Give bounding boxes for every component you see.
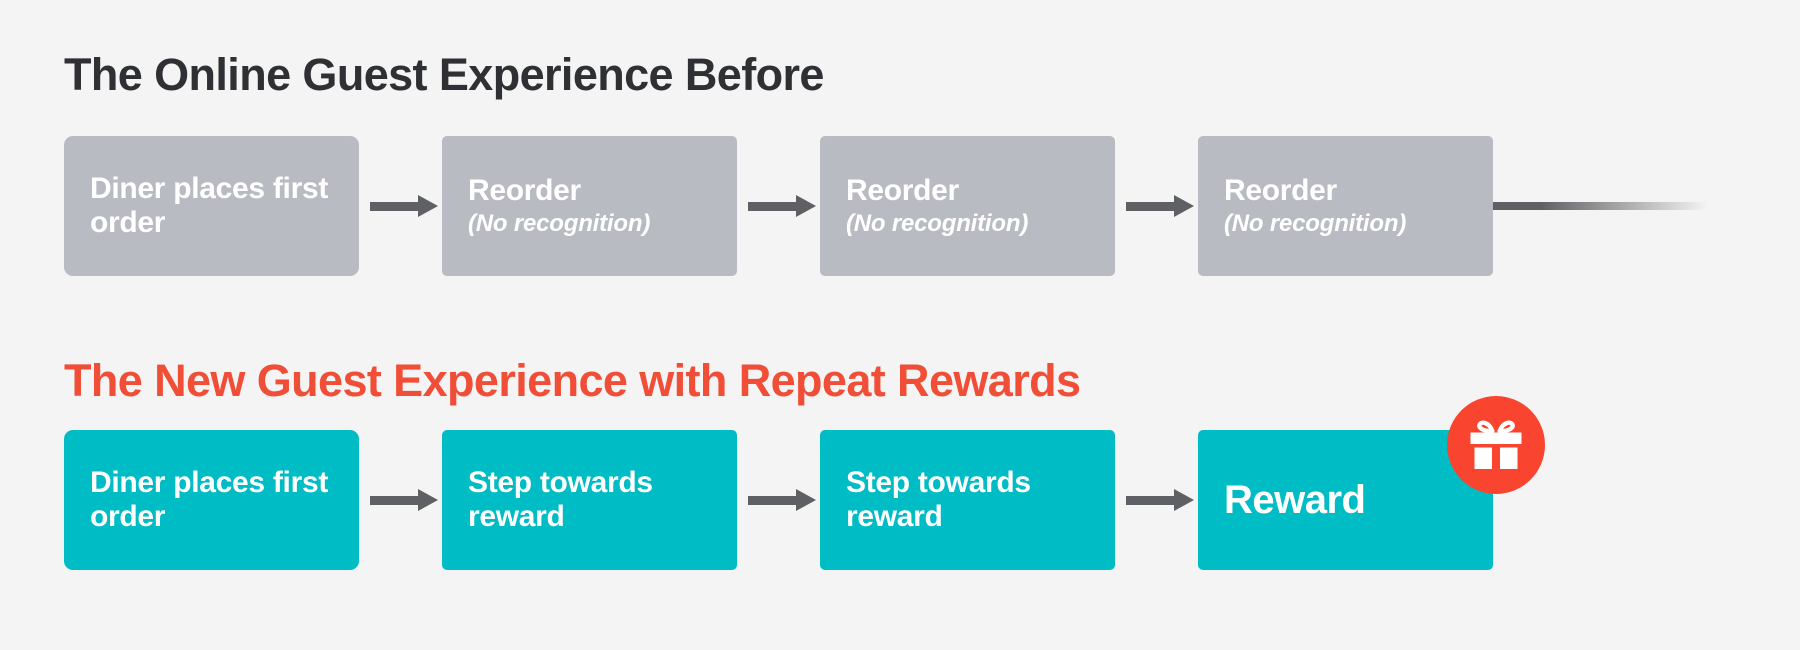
before-node-4-subtitle: (No recognition) bbox=[1224, 210, 1407, 237]
after-node-4: Reward bbox=[1198, 430, 1493, 570]
before-node-4: Reorder (No recognition) bbox=[1198, 136, 1493, 276]
reward-badge bbox=[1447, 396, 1545, 494]
after-node-3-title: Step towards reward bbox=[846, 466, 1031, 533]
arrow-head-icon bbox=[418, 489, 438, 511]
arrow-shaft bbox=[748, 496, 798, 505]
after-section-heading: The New Guest Experience with Repeat Rew… bbox=[64, 355, 1081, 406]
after-node-1: Diner places first order bbox=[64, 430, 359, 570]
arrow-head-icon bbox=[1174, 195, 1194, 217]
arrow-head-icon bbox=[796, 195, 816, 217]
before-node-3: Reorder (No recognition) bbox=[820, 136, 1115, 276]
arrow-shaft bbox=[370, 496, 420, 505]
before-arrow-1 bbox=[370, 195, 438, 217]
after-arrow-1 bbox=[370, 489, 438, 511]
after-node-1-title: Diner places first order bbox=[90, 466, 329, 533]
before-node-4-title: Reorder bbox=[1224, 174, 1337, 208]
arrow-shaft bbox=[370, 202, 420, 211]
arrow-shaft bbox=[748, 202, 798, 211]
arrow-shaft bbox=[1126, 202, 1176, 211]
arrow-head-icon bbox=[418, 195, 438, 217]
gift-icon bbox=[1468, 418, 1524, 472]
after-arrow-2 bbox=[748, 489, 816, 511]
before-node-2-title: Reorder bbox=[468, 174, 581, 208]
before-node-2-subtitle: (No recognition) bbox=[468, 210, 651, 237]
after-node-2: Step towards reward bbox=[442, 430, 737, 570]
arrow-shaft bbox=[1126, 496, 1176, 505]
arrow-head-icon bbox=[796, 489, 816, 511]
before-arrow-3 bbox=[1126, 195, 1194, 217]
before-arrow-2 bbox=[748, 195, 816, 217]
before-node-1-title: Diner places first order bbox=[90, 172, 329, 239]
before-node-3-subtitle: (No recognition) bbox=[846, 210, 1029, 237]
before-section-heading: The Online Guest Experience Before bbox=[64, 49, 824, 100]
after-node-3: Step towards reward bbox=[820, 430, 1115, 570]
before-node-2: Reorder (No recognition) bbox=[442, 136, 737, 276]
after-arrow-3 bbox=[1126, 489, 1194, 511]
after-node-2-title: Step towards reward bbox=[468, 466, 653, 533]
before-node-1: Diner places first order bbox=[64, 136, 359, 276]
before-continuation-line bbox=[1493, 202, 1708, 210]
arrow-head-icon bbox=[1174, 489, 1194, 511]
before-node-3-title: Reorder bbox=[846, 174, 959, 208]
after-node-4-title: Reward bbox=[1224, 477, 1366, 522]
